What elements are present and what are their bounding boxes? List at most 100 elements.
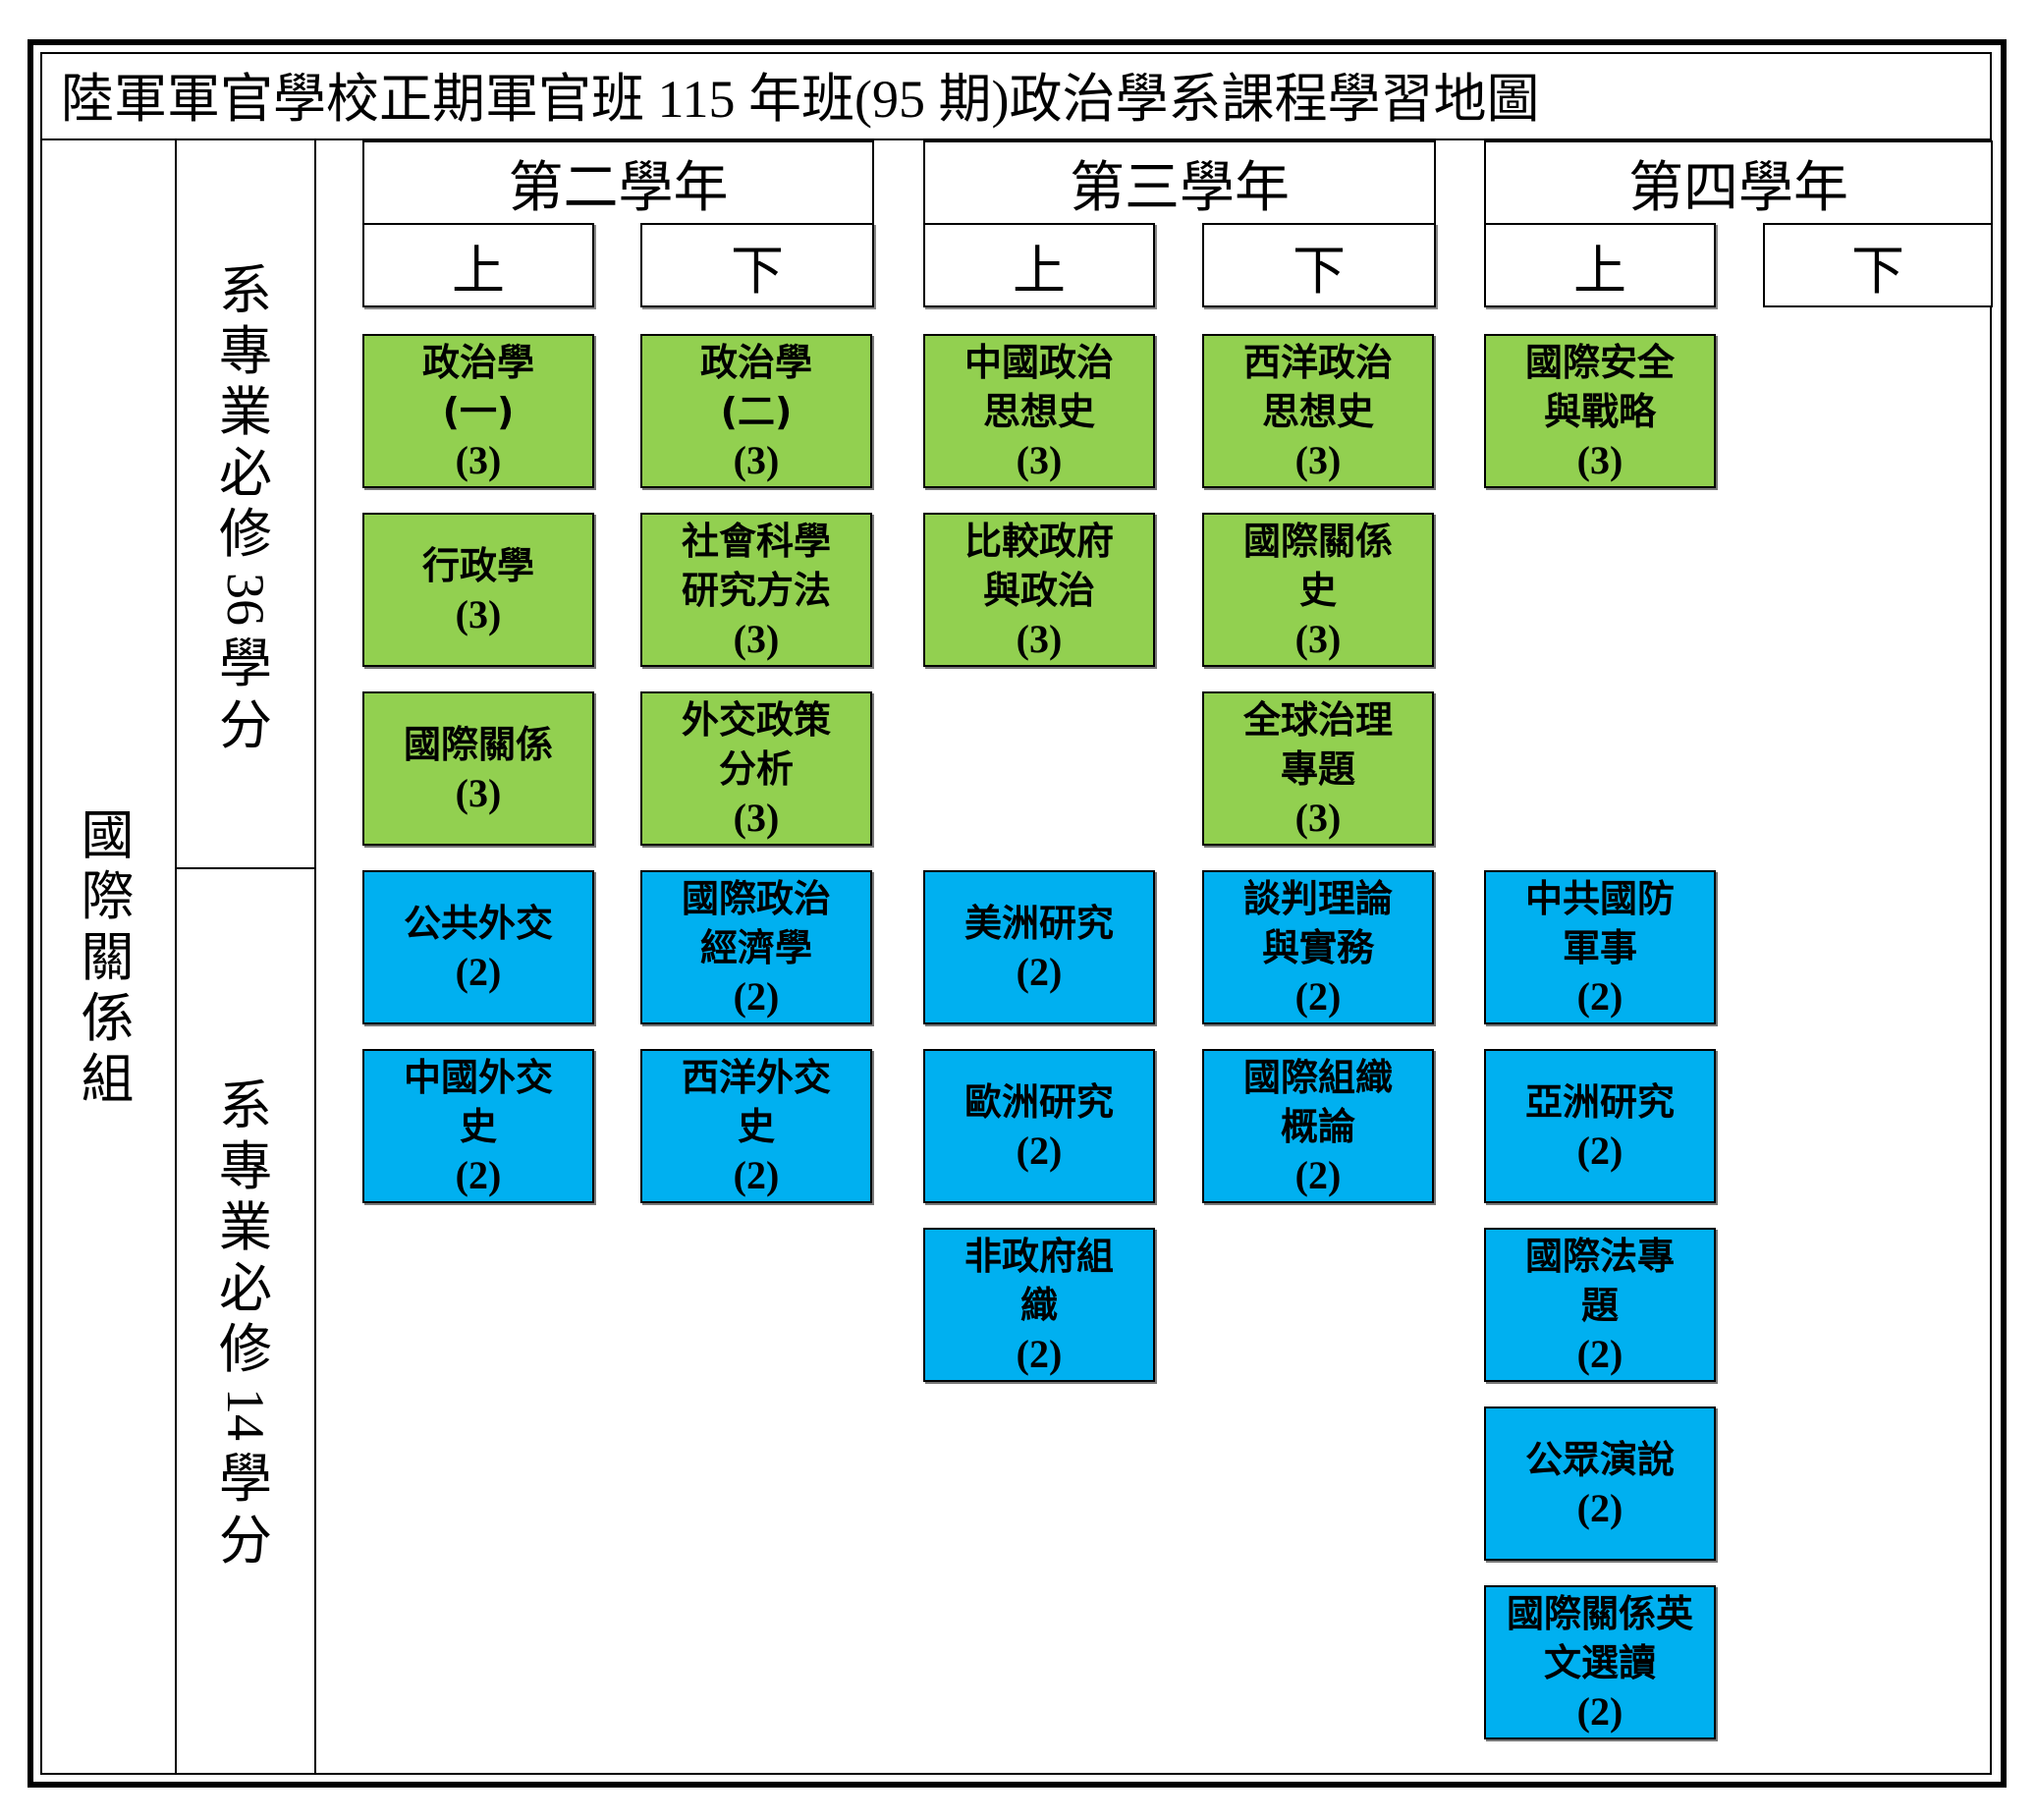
course-credit: (2) <box>1576 1485 1623 1530</box>
course-credit: (2) <box>1294 1152 1342 1197</box>
label-char: 專 <box>219 320 272 383</box>
course-credit: (3) <box>1294 616 1342 661</box>
course-box: 西洋政治 思想史(3) <box>1202 334 1434 488</box>
course-credit: (2) <box>455 1152 502 1197</box>
group-label-char: 際 <box>81 865 135 928</box>
section-divider <box>177 867 315 869</box>
course-name: 國際安全 與戰略 <box>1524 340 1675 433</box>
course-box: 中共國防 軍事(2) <box>1484 870 1716 1024</box>
semester-header-y2-first: 上 <box>362 223 594 307</box>
semester-header-y4-second: 下 <box>1763 223 1993 307</box>
course-box: 全球治理 專題(3) <box>1202 691 1434 846</box>
label-char: 修 <box>219 503 272 566</box>
course-box: 國際關係(3) <box>362 691 594 846</box>
course-box: 國際關係英 文選讀(2) <box>1484 1585 1716 1739</box>
course-name: 公共外交 <box>403 901 553 945</box>
course-name: 中共國防 軍事 <box>1524 876 1675 969</box>
section-label-post: 學分 <box>219 1449 272 1571</box>
course-box: 政治學 (二)(3) <box>640 334 872 488</box>
label-char: 業 <box>219 381 272 444</box>
course-name: 外交政策 分析 <box>681 697 831 791</box>
course-credit: (3) <box>1294 437 1342 482</box>
course-credit: (3) <box>1294 795 1342 840</box>
course-box: 非政府組 織(2) <box>923 1228 1155 1382</box>
label-char: 系 <box>219 259 272 321</box>
section-label-digits: 14 <box>216 1388 276 1442</box>
group-label-char: 組 <box>81 1048 135 1111</box>
course-name: 國際關係 <box>403 722 553 766</box>
course-name: 政治學 (一) <box>421 340 534 433</box>
course-box: 國際組織 概論(2) <box>1202 1049 1434 1203</box>
course-name: 西洋外交 史 <box>681 1055 831 1148</box>
semester-header-y3-first: 上 <box>923 223 1155 307</box>
course-name: 社會科學 研究方法 <box>681 519 831 612</box>
section-column-divider <box>314 138 316 1775</box>
course-name: 中國政治 思想史 <box>963 340 1114 433</box>
course-credit: (2) <box>1576 973 1623 1019</box>
inner-frame <box>40 52 1992 1775</box>
course-name: 亞洲研究 <box>1524 1079 1675 1124</box>
course-name: 公眾演說 <box>1524 1437 1675 1481</box>
course-credit: (3) <box>455 591 502 636</box>
course-box: 外交政策 分析(3) <box>640 691 872 846</box>
course-credit: (3) <box>733 616 780 661</box>
course-name: 非政府組 織 <box>963 1234 1114 1327</box>
section-label-pre: 系專業必修 <box>219 259 272 566</box>
course-box: 西洋外交 史(2) <box>640 1049 872 1203</box>
course-name: 比較政府 與政治 <box>963 519 1114 612</box>
course-credit: (3) <box>455 437 502 482</box>
course-box: 中國政治 思想史(3) <box>923 334 1155 488</box>
course-box: 歐洲研究(2) <box>923 1049 1155 1203</box>
course-name: 談判理論 與實務 <box>1242 876 1393 969</box>
course-box: 亞洲研究(2) <box>1484 1049 1716 1203</box>
semester-header-y2-second: 下 <box>640 223 874 307</box>
course-credit: (3) <box>733 437 780 482</box>
label-char: 分 <box>219 693 272 756</box>
year-header-4: 第四學年 <box>1484 140 1993 223</box>
course-credit: (2) <box>1576 1688 1623 1734</box>
course-credit: (2) <box>1016 1128 1063 1173</box>
course-box: 比較政府 與政治(3) <box>923 513 1155 667</box>
course-credit: (2) <box>1016 1331 1063 1376</box>
year-header-2: 第二學年 <box>362 140 874 223</box>
course-box: 國際政治 經濟學(2) <box>640 870 872 1024</box>
course-box: 公共外交(2) <box>362 870 594 1024</box>
course-credit: (2) <box>1016 949 1063 994</box>
course-box: 公眾演說(2) <box>1484 1406 1716 1561</box>
label-char: 分 <box>219 1509 272 1572</box>
course-name: 西洋政治 思想史 <box>1242 340 1393 433</box>
section-label-post: 學分 <box>219 634 272 755</box>
page-title: 陸軍軍官學校正期軍官班 115 年班(95 期)政治學系課程學習地圖 <box>61 68 1540 130</box>
course-name: 全球治理 專題 <box>1242 697 1393 791</box>
course-credit: (2) <box>1576 1331 1623 1376</box>
course-box: 國際關係 史(3) <box>1202 513 1434 667</box>
group-label-char: 國 <box>81 804 135 866</box>
course-credit: (2) <box>733 1152 780 1197</box>
group-label-char: 係 <box>81 987 135 1050</box>
section-label-digits: 36 <box>216 573 276 627</box>
course-credit: (2) <box>1294 973 1342 1019</box>
group-label: 國際關係組 <box>40 804 175 1111</box>
course-name: 國際關係英 文選讀 <box>1506 1591 1693 1684</box>
course-box: 中國外交 史(2) <box>362 1049 594 1203</box>
course-name: 歐洲研究 <box>963 1079 1114 1124</box>
course-box: 談判理論 與實務(2) <box>1202 870 1434 1024</box>
course-name: 國際政治 經濟學 <box>681 876 831 969</box>
course-box: 國際安全 與戰略(3) <box>1484 334 1716 488</box>
course-credit: (3) <box>733 795 780 840</box>
label-char: 系 <box>219 1075 272 1136</box>
course-name: 國際組織 概論 <box>1242 1055 1393 1148</box>
title-divider <box>40 138 1992 140</box>
course-credit: (2) <box>733 973 780 1019</box>
course-credit: (2) <box>1576 1128 1623 1173</box>
course-name: 美洲研究 <box>963 901 1114 945</box>
semester-header-y4-first: 上 <box>1484 223 1716 307</box>
label-char: 專 <box>219 1135 272 1198</box>
label-char: 必 <box>219 442 272 505</box>
label-char: 修 <box>219 1318 272 1381</box>
course-name: 國際法專 題 <box>1524 1234 1675 1327</box>
course-name: 國際關係 史 <box>1242 519 1393 612</box>
group-column-divider <box>175 138 177 1775</box>
semester-header-y3-second: 下 <box>1202 223 1436 307</box>
section-label-required-36: 系專業必修 36 學分 <box>177 259 314 756</box>
